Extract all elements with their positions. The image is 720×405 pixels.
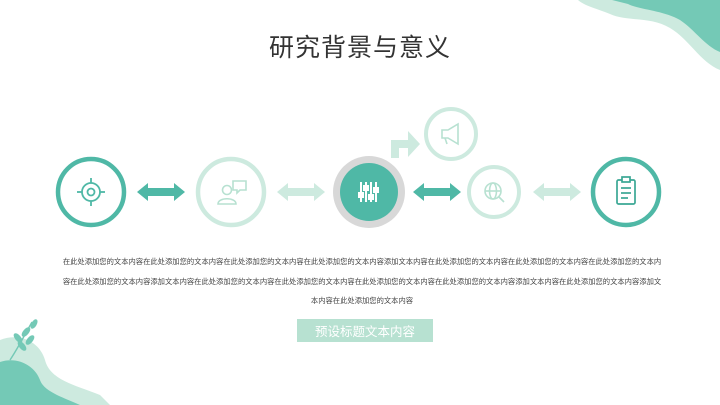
node-megaphone [424, 107, 478, 161]
arrow-1 [137, 183, 185, 201]
node-clipboard [590, 156, 662, 228]
arrow-4 [533, 183, 581, 201]
sliders-icon [358, 182, 379, 202]
slide-title: 研究背景与意义 [268, 33, 451, 62]
node-sliders [333, 156, 405, 228]
node-target [55, 156, 127, 228]
process-diagram [55, 107, 662, 228]
globe-search-icon [484, 182, 505, 203]
megaphone-icon [441, 122, 459, 146]
arrow-3 [413, 183, 461, 201]
node-user-chat [195, 156, 267, 228]
target-icon [77, 178, 105, 206]
subtitle-button[interactable]: 预设标题文本内容 [297, 319, 433, 342]
arrow-2 [277, 183, 325, 201]
node-globe-search [467, 165, 521, 219]
leaf-sprig-icon [9, 319, 38, 361]
body-paragraph: 在此处添加您的文本内容在此处添加您的文本内容在此处添加您的文本内容在此处添加您的… [62, 257, 662, 305]
user-chat-icon [217, 180, 247, 205]
bent-arrow-up [391, 131, 420, 158]
clipboard-icon [616, 176, 636, 205]
